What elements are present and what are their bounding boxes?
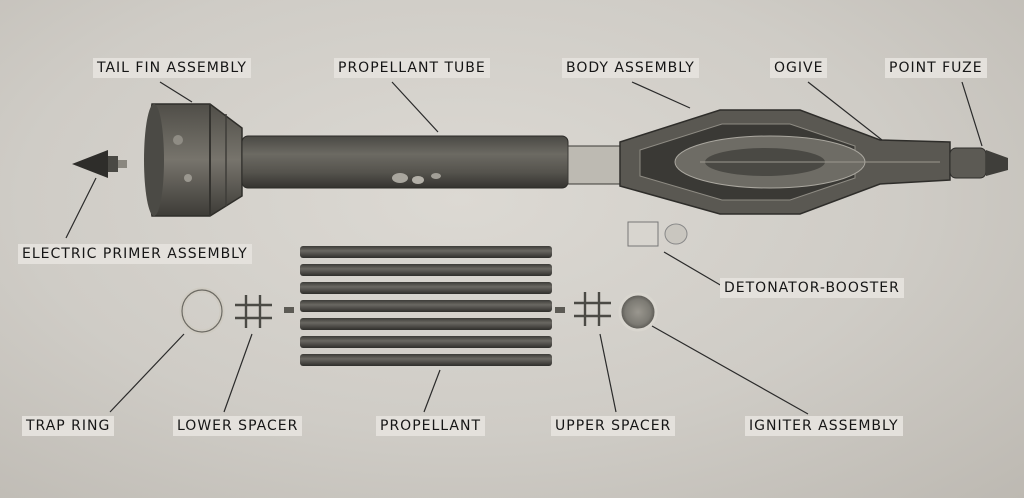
leader-electric-primer [65,177,97,239]
trap-ring-outline [181,289,223,333]
detonator-booster-part [627,221,688,247]
leader-point-fuze [961,81,983,147]
label-trap-ring: TRAP RING [22,416,115,436]
propellant-sticks [300,246,552,366]
label-propellant: PROPELLANT [376,416,485,436]
label-detonator-booster: DETONATOR-BOOSTER [720,278,904,298]
leader-ogive [807,81,883,141]
leader-lines [65,81,983,415]
body-assembly-part [619,109,951,215]
label-point-fuze: POINT FUZE [885,58,987,78]
lower-connector [284,307,294,313]
leader-propellant [423,369,441,413]
leader-igniter-assembly [651,325,809,415]
label-tail-fin-assembly: TAIL FIN ASSEMBLY [93,58,251,78]
leader-tail-fin [159,81,193,103]
leader-lower-spacer [223,333,253,413]
label-body-assembly: BODY ASSEMBLY [562,58,699,78]
electric-primer-part [72,150,127,178]
propellant-tube-part [241,135,631,189]
lower-spacer-part [235,295,272,328]
label-igniter-assembly: IGNITER ASSEMBLY [745,416,903,436]
leader-propellant-tube [391,81,439,133]
leader-detonator-booster [663,251,723,287]
label-ogive: OGIVE [770,58,828,78]
label-propellant-tube: PROPELLANT TUBE [334,58,490,78]
label-electric-primer-assembly: ELECTRIC PRIMER ASSEMBLY [18,244,252,264]
igniter-assembly-part [618,292,658,332]
upper-spacer-part [574,292,611,326]
leader-trap-ring [109,333,185,413]
leader-body-assembly [631,81,691,109]
label-upper-spacer: UPPER SPACER [551,416,676,436]
point-fuze-part [949,147,1008,179]
tail-fin-part [144,103,243,217]
label-lower-spacer: LOWER SPACER [173,416,303,436]
leader-upper-spacer [599,333,617,413]
upper-connector [555,307,565,313]
